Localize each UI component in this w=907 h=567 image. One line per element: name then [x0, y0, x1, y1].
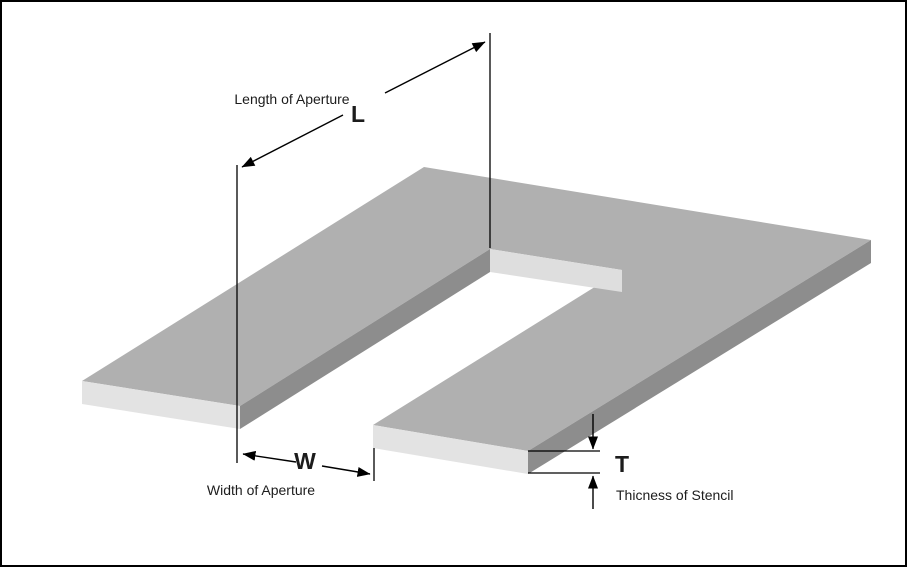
- thickness-symbol: T: [615, 451, 629, 477]
- length-dimension-line-upper: [384, 41, 486, 94]
- width-dimension-line-left: [242, 450, 297, 463]
- aperture-end-wall: [490, 249, 622, 292]
- right-arm-end-face: [373, 425, 528, 474]
- length-dimension-line-lower: [241, 114, 344, 168]
- width-symbol: W: [294, 448, 316, 474]
- length-symbol: L: [351, 101, 365, 127]
- width-dimension-line-right: [321, 465, 371, 477]
- width-label: Width of Aperture: [207, 482, 315, 498]
- stencil-top-face: [82, 167, 871, 451]
- length-label: Length of Aperture: [234, 91, 349, 107]
- left-arm-end-face: [82, 381, 240, 429]
- aperture-left-inner-wall: [240, 249, 490, 429]
- stencil-right-side-face: [528, 240, 871, 474]
- thickness-label: Thicness of Stencil: [616, 487, 734, 503]
